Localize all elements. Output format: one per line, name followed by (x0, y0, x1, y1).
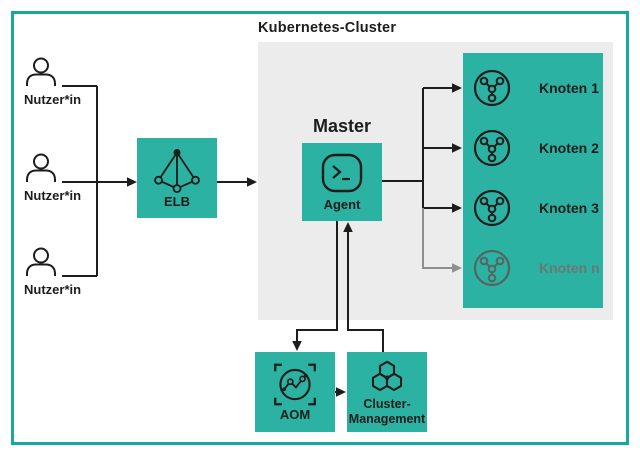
elb-box: ELB (137, 138, 217, 218)
elb-label: ELB (164, 194, 190, 210)
person-icon (26, 247, 56, 276)
terminal-icon (321, 153, 363, 193)
user-label: Nutzer*in (24, 92, 82, 107)
node-label: Knoten n (539, 260, 600, 276)
user-label: Nutzer*in (24, 282, 82, 297)
cluster-management-label-line2: Management (348, 411, 426, 426)
molecule-node-icon (473, 249, 511, 287)
node-label: Knoten 3 (539, 200, 599, 216)
person-icon (26, 153, 56, 182)
nodes-box: Knoten 1 Knoten 2 (463, 53, 603, 308)
node-label: Knoten 1 (539, 80, 599, 96)
cluster-management-label-line1: Cluster- (363, 397, 411, 412)
node-row-1: Knoten 1 (473, 69, 599, 107)
node-row-3: Knoten 3 (473, 189, 599, 227)
cluster-management-label: Cluster- Management (349, 397, 425, 426)
user-2: Nutzer*in (24, 153, 81, 203)
master-box: Agent (302, 143, 382, 221)
molecule-node-icon (473, 129, 511, 167)
agent-label: Agent (323, 197, 361, 213)
molecule-node-icon (473, 69, 511, 107)
cluster-management-box: Cluster- Management (347, 352, 427, 432)
aom-box: AOM (255, 352, 335, 432)
aom-label: AOM (279, 407, 311, 423)
master-title: Master (312, 116, 372, 136)
load-balancer-tetrahedron-icon (154, 149, 200, 193)
node-row-2: Knoten 2 (473, 129, 599, 167)
monitoring-chart-icon (274, 363, 316, 406)
user-3: Nutzer*in (24, 247, 81, 297)
kubernetes-cluster-title: Kubernetes-Cluster (258, 20, 397, 36)
person-icon (26, 57, 56, 86)
hexagon-cluster-icon (371, 360, 403, 392)
diagram-frame (11, 11, 629, 445)
molecule-node-icon (473, 189, 511, 227)
user-1: Nutzer*in (24, 57, 81, 107)
user-label: Nutzer*in (24, 188, 82, 203)
node-label: Knoten 2 (539, 140, 599, 156)
node-row-n: Knoten n (473, 249, 600, 287)
